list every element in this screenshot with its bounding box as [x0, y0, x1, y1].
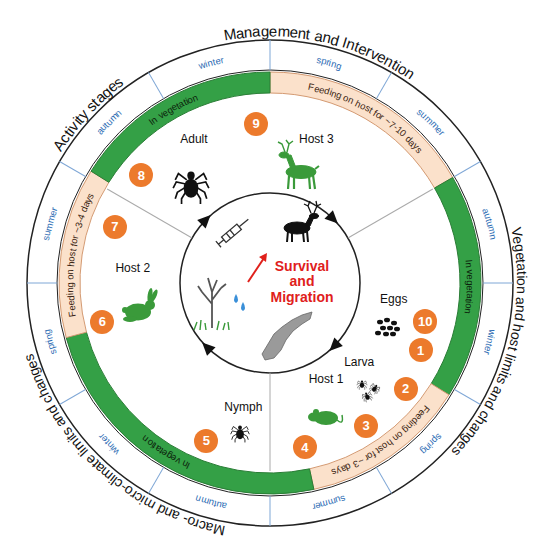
callout-number: 10	[418, 315, 432, 328]
stage-label: Nymph	[224, 402, 262, 415]
stage-label: Host 3	[299, 134, 334, 147]
ring-outline	[27, 40, 513, 526]
callout-number: 2	[402, 382, 409, 395]
season-label: summer	[413, 105, 449, 141]
activity-band	[310, 384, 449, 490]
callout-number: 6	[99, 315, 106, 328]
band-label: In vegetation	[138, 432, 195, 472]
stage-label: Adult	[180, 133, 207, 146]
band-label: In vegetation	[144, 90, 202, 129]
callout-number: 3	[363, 419, 370, 432]
section-title: Macro- and micro-climate limits and chan…	[19, 347, 229, 540]
activity-band	[270, 72, 453, 188]
season-label: spring	[417, 429, 446, 458]
band-label: Feeding on host for ~3-4 days	[63, 188, 97, 320]
activity-band	[431, 178, 481, 395]
band-label: Feeding on host for ~3 days	[327, 402, 432, 480]
callout-circle: 8	[129, 163, 153, 187]
callout-number: 4	[301, 441, 308, 454]
norway-map	[262, 312, 312, 360]
eggs-icon	[375, 318, 400, 337]
activity-band: In vegetation	[144, 90, 202, 129]
adult-tick-icon	[173, 171, 209, 204]
season-label: autumn	[479, 204, 500, 244]
callout-number: 8	[138, 169, 145, 182]
season-dividers	[27, 40, 513, 526]
activity-band: Feeding on host for ~3 days	[327, 402, 432, 480]
activity-band	[91, 72, 270, 182]
season-label: summer	[307, 492, 351, 514]
syringe-icon	[216, 216, 251, 247]
season-label: winter	[480, 326, 500, 360]
callout-circle: 2	[394, 377, 418, 401]
nymph-icon	[231, 425, 250, 442]
callout-circle: 3	[354, 414, 378, 438]
activity-band: In vegetation	[461, 254, 477, 319]
larva-icon	[357, 380, 381, 403]
activity-bands	[59, 72, 481, 494]
center-label: Survival and Migration	[265, 259, 339, 305]
rabbit-icon	[122, 288, 159, 322]
callout-circle: 5	[194, 429, 218, 453]
stage-label: Eggs	[380, 294, 407, 307]
season-label: spring	[40, 325, 60, 359]
callout-circle: 10	[413, 309, 437, 333]
deer-icon	[278, 140, 319, 189]
season-label: autumn	[93, 106, 126, 139]
callout-circle: 6	[90, 310, 114, 334]
season-label: winter	[195, 53, 229, 72]
center-circle: Survival and Migration	[180, 193, 360, 373]
reindeer-icon	[284, 201, 321, 242]
tree-icon	[194, 278, 229, 330]
activity-band: Feeding on host for ~3-4 days	[63, 188, 97, 320]
stage-label: Host 1	[309, 373, 344, 386]
activity-band: In vegetation	[138, 432, 195, 472]
season-label: autumn	[191, 492, 231, 513]
mouse-icon	[308, 409, 342, 425]
callout-circle: 7	[103, 215, 127, 239]
callout-number: 1	[417, 344, 424, 357]
water-drops	[234, 294, 245, 311]
sector-dividers	[107, 189, 433, 471]
callout-number: 5	[203, 434, 210, 447]
section-title: Management and Intervention	[218, 20, 421, 85]
callout-circle: 1	[409, 338, 433, 362]
migration-arrow	[248, 258, 264, 282]
season-label: summer	[39, 202, 61, 246]
callout-circle: 9	[244, 112, 268, 136]
band-label: In vegetation	[461, 254, 477, 319]
cycle-arrowheads	[197, 210, 343, 356]
stage-label: Larva	[344, 357, 374, 370]
season-label: spring	[312, 53, 346, 73]
stage-label: Host 2	[115, 262, 150, 275]
migration-arrowhead	[259, 253, 267, 262]
callout-number: 7	[111, 220, 118, 233]
callout-circle: 4	[293, 435, 317, 459]
season-label: winter	[94, 429, 123, 458]
callout-number: 9	[252, 117, 259, 130]
